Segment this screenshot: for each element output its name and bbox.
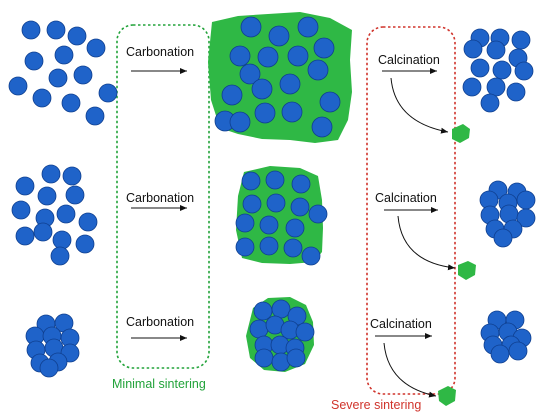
particle: [254, 348, 274, 368]
particle: [52, 230, 72, 250]
particle: [65, 185, 85, 205]
particle: [295, 322, 315, 342]
sintered-fragment: [438, 386, 456, 406]
particle: [253, 301, 273, 321]
particle: [241, 171, 261, 191]
particle: [259, 236, 279, 256]
particle: [297, 16, 319, 38]
particle: [221, 84, 243, 106]
particle: [486, 77, 506, 97]
particle: [480, 93, 500, 113]
particle: [279, 73, 301, 95]
particle: [15, 176, 35, 196]
particle: [21, 20, 41, 40]
particle: [301, 246, 321, 266]
particle: [257, 46, 279, 68]
particle: [286, 348, 306, 368]
particle: [271, 299, 291, 319]
particle: [516, 208, 536, 228]
particle: [508, 341, 528, 361]
particles: [8, 16, 536, 378]
particle: [41, 164, 61, 184]
particle: [15, 226, 35, 246]
particle: [85, 106, 105, 126]
particle: [511, 30, 531, 50]
particle: [283, 238, 303, 258]
fragment-arrow: [383, 342, 437, 398]
carbonation-label: Carbonation: [126, 191, 194, 205]
particle: [307, 59, 329, 81]
calcination-label: Calcination: [378, 53, 440, 67]
sintered-fragment: [452, 124, 470, 143]
particle: [291, 174, 311, 194]
calcination-label: Calcination: [375, 191, 437, 205]
particle: [240, 16, 262, 38]
sintered-fragments: [438, 124, 476, 406]
particle: [86, 38, 106, 58]
particle: [239, 63, 261, 85]
particle: [11, 200, 31, 220]
particle: [462, 77, 482, 97]
particle: [308, 204, 328, 224]
particle: [54, 45, 74, 65]
particle: [48, 68, 68, 88]
carbonation-label: Carbonation: [126, 315, 194, 329]
calcination-label: Calcination: [370, 317, 432, 331]
particle: [514, 61, 534, 81]
particle: [281, 101, 303, 123]
particle: [266, 193, 286, 213]
particle: [24, 51, 44, 71]
particle: [37, 186, 57, 206]
particle: [490, 344, 510, 364]
particle: [313, 37, 335, 59]
particle: [229, 45, 251, 67]
particle: [506, 82, 526, 102]
particle: [249, 319, 269, 339]
particle: [229, 111, 251, 133]
particle: [254, 102, 276, 124]
particle: [56, 204, 76, 224]
particle: [242, 194, 262, 214]
sintered-fragment: [458, 261, 476, 280]
particle: [492, 60, 512, 80]
particle: [33, 222, 53, 242]
particle: [319, 91, 341, 113]
particle: [61, 93, 81, 113]
particle: [287, 45, 309, 67]
fragment-arrow: [390, 77, 449, 134]
fragment-arrow: [397, 215, 456, 271]
particle: [73, 65, 93, 85]
minimal-sintering-box: [116, 24, 210, 369]
particle: [251, 78, 273, 100]
particle: [268, 25, 290, 47]
severe-sintering-caption: Severe sintering: [331, 398, 421, 412]
particle: [311, 116, 333, 138]
particle: [67, 26, 87, 46]
minimal-sintering-caption: Minimal sintering: [112, 377, 206, 391]
particle: [516, 190, 536, 210]
particle: [235, 213, 255, 233]
particle: [470, 58, 490, 78]
particle: [32, 88, 52, 108]
particle: [98, 83, 118, 103]
particle: [39, 358, 59, 378]
particle: [265, 170, 285, 190]
particle: [486, 40, 506, 60]
particle: [62, 166, 82, 186]
particle: [50, 246, 70, 266]
particle: [259, 215, 279, 235]
carbonation-label: Carbonation: [126, 45, 194, 59]
particle: [8, 76, 28, 96]
particle: [46, 20, 66, 40]
particle: [493, 228, 513, 248]
particle: [285, 218, 305, 238]
particle: [75, 234, 95, 254]
particle: [235, 237, 255, 257]
particle: [463, 39, 483, 59]
particle: [290, 197, 310, 217]
particle: [78, 212, 98, 232]
